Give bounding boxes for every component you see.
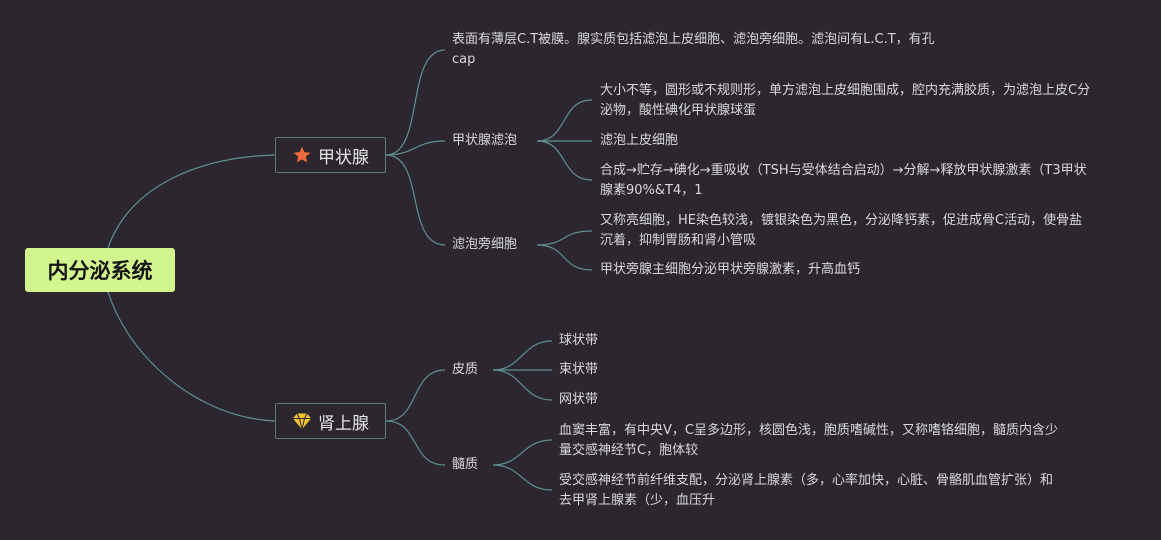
topic-adrenal-label: 肾上腺 — [318, 413, 369, 434]
topic-thyroid[interactable]: 甲状腺 — [275, 137, 386, 173]
medulla-item-2[interactable]: 受交感神经节前纤维支配，分泌肾上腺素（多，心率加快，心脏、骨骼肌血管扩张）和去甲… — [559, 473, 1054, 508]
topic-adrenal[interactable]: 肾上腺 — [275, 403, 386, 439]
medulla-item-1[interactable]: 血窦丰富，有中央V，C呈多边形，核圆色浅，胞质嗜碱性，又称嗜铬细胞，髓质内含少量… — [559, 423, 1058, 458]
thyroid-description[interactable]: 表面有薄层C.T被膜。腺实质包括滤泡上皮细胞、滤泡旁细胞。滤泡间有L.C.T，有… — [452, 32, 935, 67]
follicle-item-1[interactable]: 大小不等，圆形或不规则形，单方滤泡上皮细胞围成，腔内充满胶质，为滤泡上皮C分泌物… — [600, 83, 1091, 118]
root-topic-label: 内分泌系统 — [47, 259, 153, 283]
subtopic-follicle[interactable]: 甲状腺滤泡 — [452, 133, 518, 148]
topic-thyroid-label: 甲状腺 — [318, 147, 369, 168]
connector-root-adrenal — [107, 291, 276, 422]
follicle-item-2[interactable]: 滤泡上皮细胞 — [600, 133, 679, 148]
subtopic-cortex[interactable]: 皮质 — [452, 362, 479, 377]
parafollicular-item-2[interactable]: 甲状旁腺主细胞分泌甲状旁腺激素，升高血钙 — [600, 262, 861, 277]
follicle-item-3[interactable]: 合成→贮存→碘化→重吸收（TSH与受体结合启动）→分解→释放甲状腺激素（T3甲状… — [600, 163, 1087, 198]
cortex-item-3[interactable]: 网状带 — [559, 392, 599, 407]
subtopic-parafollicular[interactable]: 滤泡旁细胞 — [452, 237, 518, 252]
diamond-icon — [292, 411, 312, 431]
cortex-item-2[interactable]: 束状带 — [559, 362, 599, 377]
connector-root-thyroid — [107, 154, 276, 249]
root-topic[interactable]: 内分泌系统 — [25, 248, 175, 292]
parafollicular-item-1[interactable]: 又称亮细胞，HE染色较浅，镀银染色为黑色，分泌降钙素，促进成骨C活动，使骨盐沉着… — [600, 213, 1083, 248]
star-icon — [292, 145, 312, 165]
subtopic-medulla[interactable]: 髓质 — [452, 457, 479, 472]
cortex-item-1[interactable]: 球状带 — [559, 333, 599, 348]
